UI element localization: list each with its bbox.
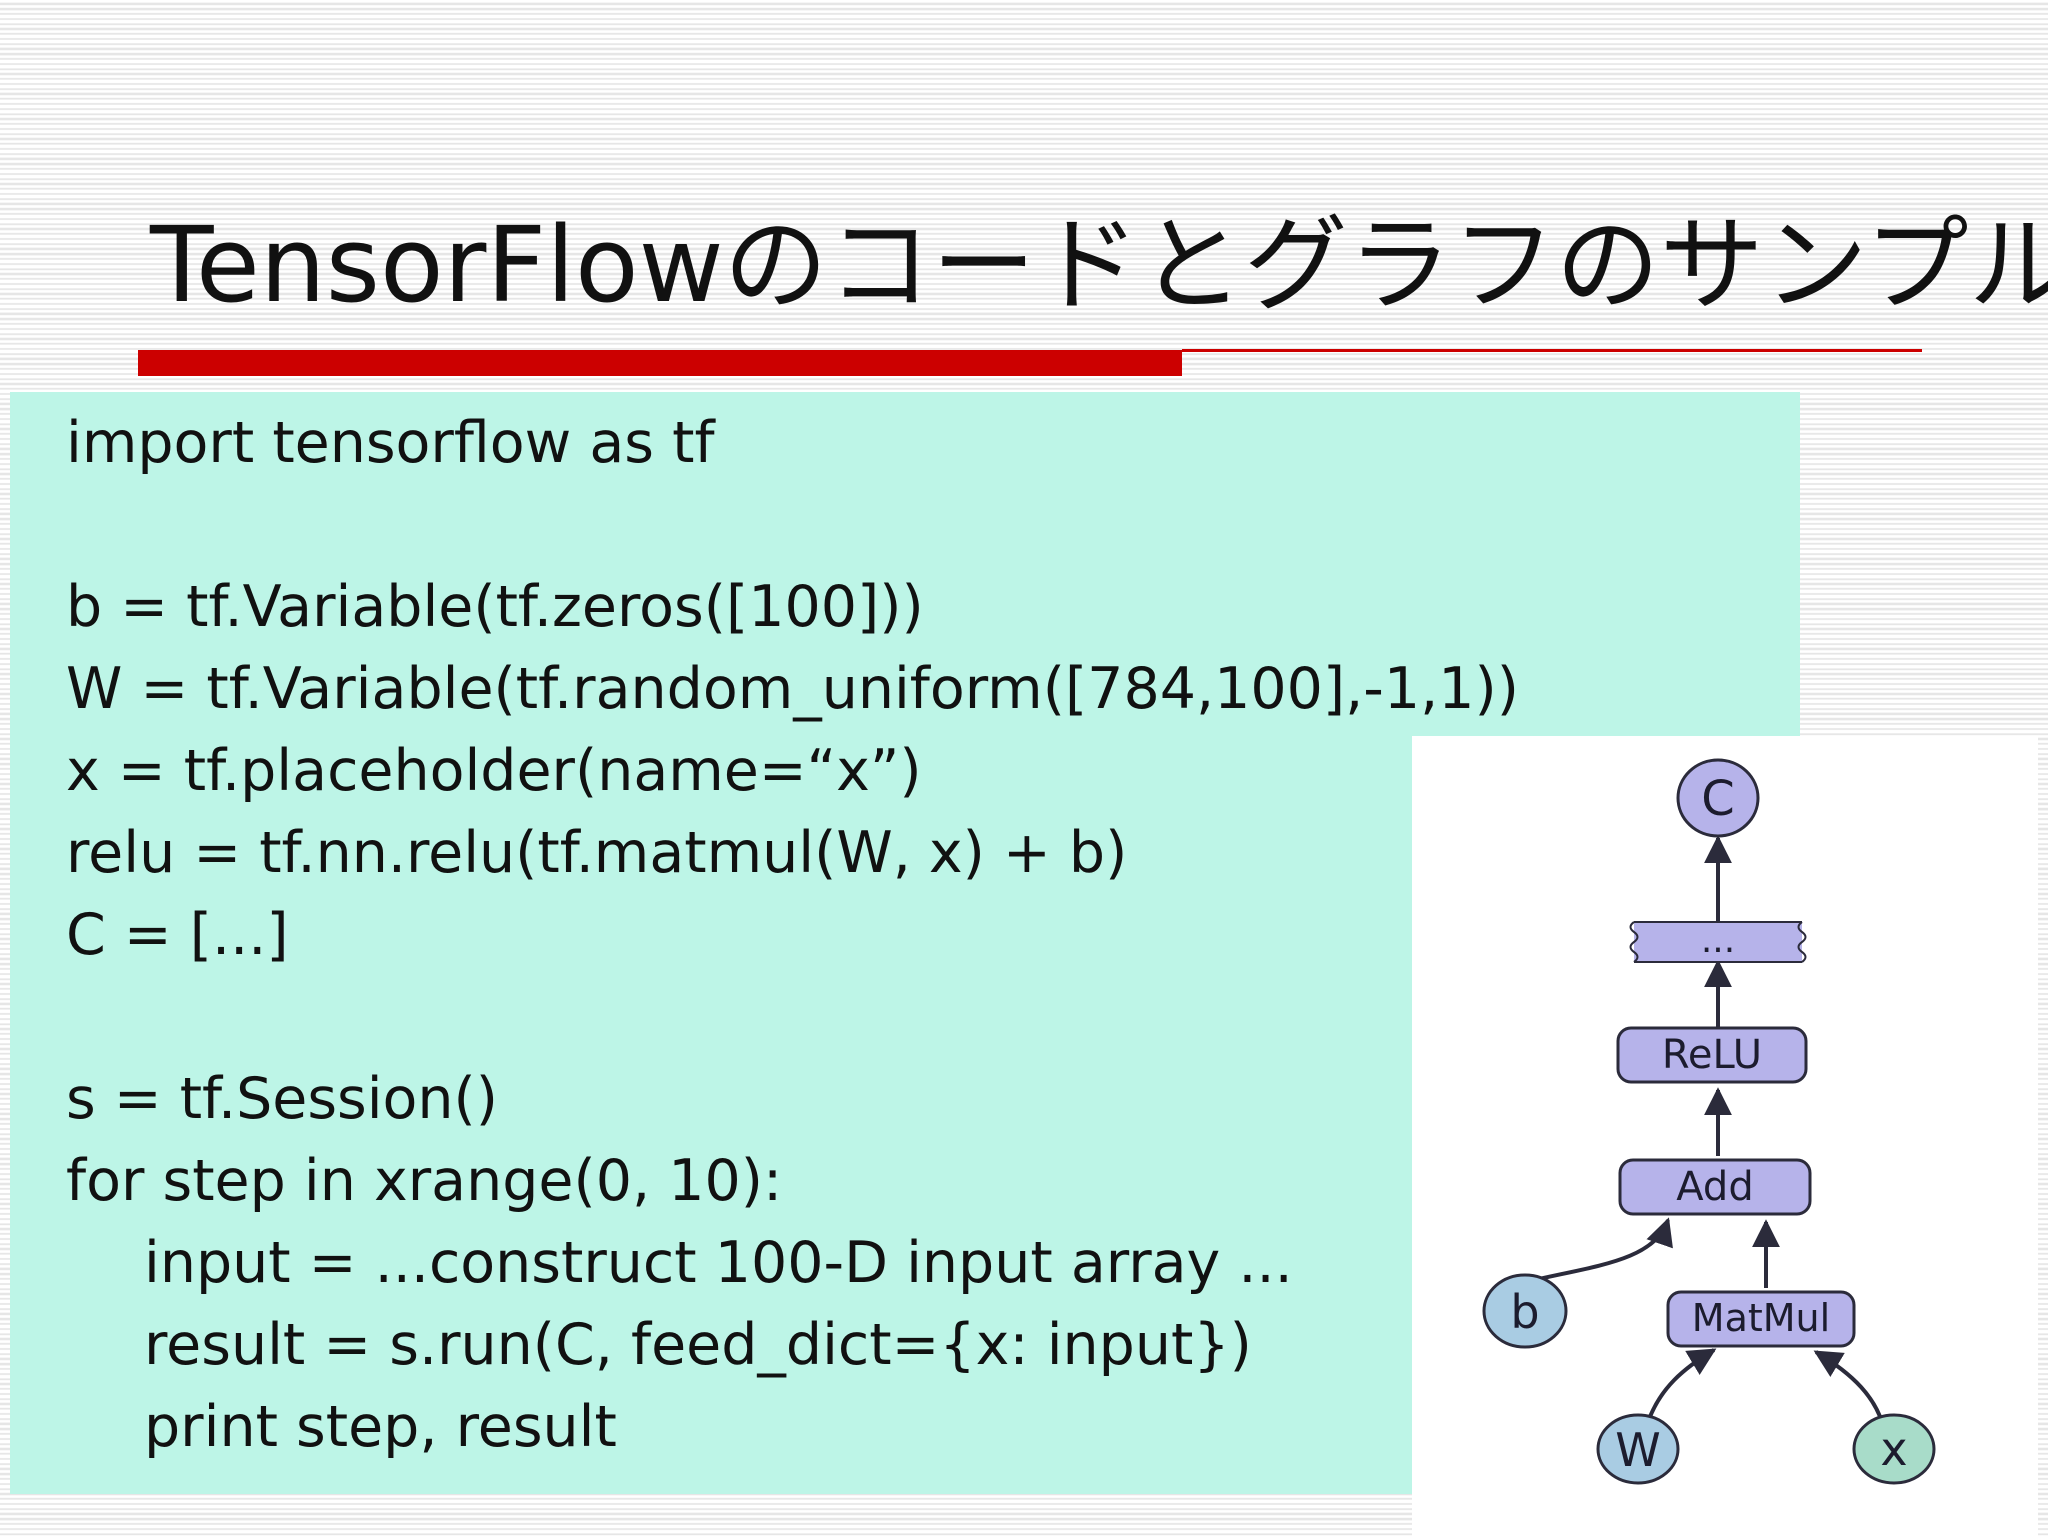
code-line: input = ...construct 100-D input array .… [144,1230,1293,1296]
graph-node-x: x [1852,1413,1936,1485]
graph-node-matmul-label: MatMul [1692,1296,1830,1340]
code-line: C = [...] [66,902,289,968]
title-underline-thin [1182,349,1922,352]
slide-title: TensorFlowのコードとグラフのサンプル [150,204,2048,326]
edge-w-to-matmul [1646,1348,1717,1423]
graph-panel: C ... ReLU Add b MatMul [1412,736,2038,1536]
code-line: x = tf.placeholder(name=“x”) [66,738,922,804]
computation-graph: C ... ReLU Add b MatMul [1482,758,1936,1485]
graph-node-matmul: MatMul [1666,1290,1856,1348]
graph-node-add-label: Add [1676,1164,1753,1210]
code-line: s = tf.Session() [66,1066,499,1132]
graph-node-b: b [1482,1273,1568,1349]
graph-node-w-label: W [1615,1423,1660,1477]
graph-node-c-label: C [1701,771,1735,827]
graph-node-ellipsis-label: ... [1701,920,1735,961]
graph-node-w: W [1596,1413,1680,1485]
graph-node-add: Add [1618,1158,1812,1216]
code-line: print step, result [144,1394,617,1460]
code-line: result = s.run(C, feed_dict={x: input}) [144,1312,1252,1378]
code-line: for step in xrange(0, 10): [66,1148,783,1214]
edge-x-to-matmul [1813,1350,1884,1423]
code-line: import tensorflow as tf [66,410,715,476]
code-line: W = tf.Variable(tf.random_uniform([784,1… [66,656,1519,722]
code-line: b = tf.Variable(tf.zeros([100])) [66,574,924,640]
code-line: relu = tf.nn.relu(tf.matmul(W, x) + b) [66,820,1128,886]
graph-node-ellipsis: ... [1629,920,1807,963]
graph-node-relu: ReLU [1616,1026,1808,1084]
graph-node-c: C [1676,758,1760,838]
graph-node-relu-label: ReLU [1662,1032,1762,1078]
title-underline-thick [138,350,1182,376]
graph-node-x-label: x [1880,1422,1907,1476]
graph-node-b-label: b [1510,1285,1539,1339]
